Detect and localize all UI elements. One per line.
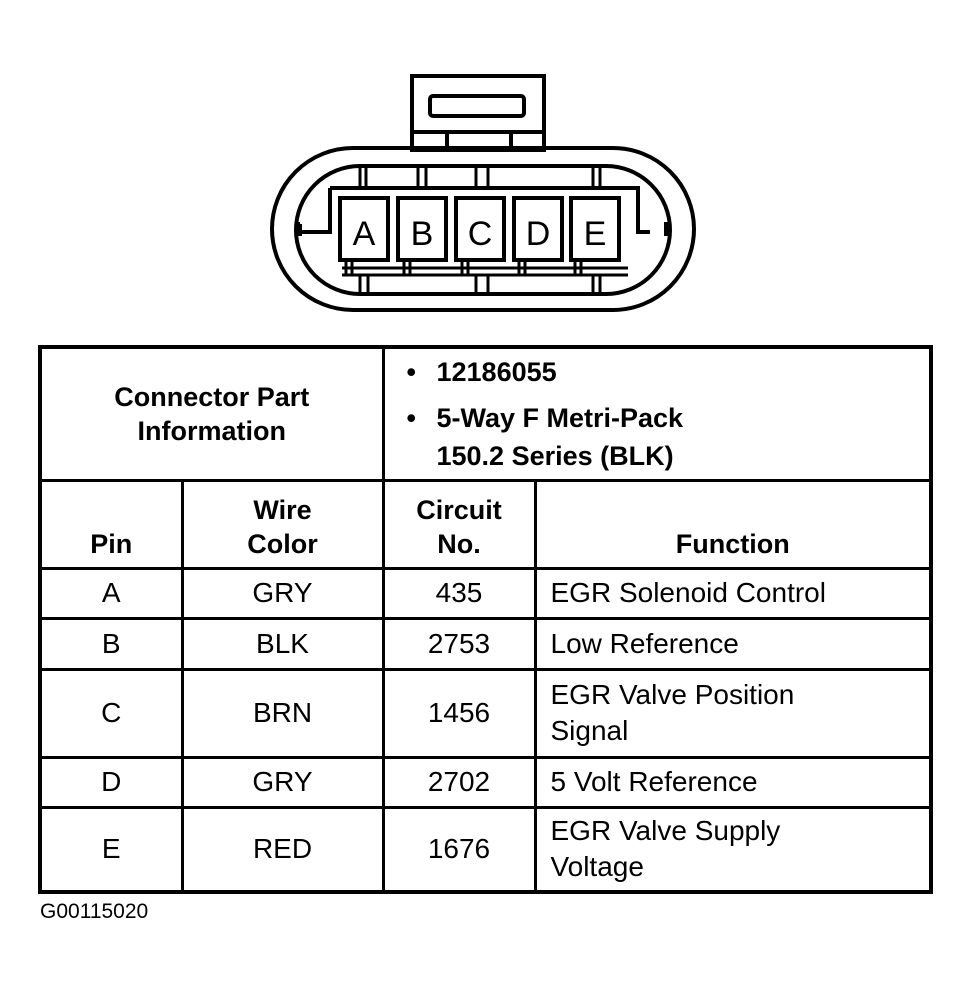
pin-cavity-b: B [396,196,448,262]
header-pin-text: Pin [90,528,133,559]
svg-text:C: C [468,215,493,253]
header-circuit-line2: No. [437,528,481,559]
bullet-icon: • [406,402,416,433]
part-number-text: 12186055 [436,356,557,387]
cell-function-line2: Voltage [550,851,644,883]
cell-circuit: 1676 [381,805,537,894]
cell-wire-color: BLK [180,616,385,671]
header-wire-color-line1: Wire [253,494,312,525]
connector-face-diagram: A B C D E [270,74,696,312]
connector-description: • 5-Way F Metri-Pack [407,399,930,437]
cell-function-line2: Signal [550,715,629,746]
cell-function: EGR Valve Position Signal [533,667,933,759]
pin-cavity-e: E [569,196,621,262]
cell-wire-color: RED [180,805,385,894]
cell-function-line1: EGR Solenoid Control [550,577,826,608]
cell-function-line1: EGR Valve Position [550,679,795,710]
table-row: D GRY 2702 5 Volt Reference [38,755,933,809]
table-row: A GRY 435 EGR Solenoid Control [38,566,933,620]
cell-function: 5 Volt Reference [533,755,933,809]
header-wire-color: Wire Color [180,478,385,570]
cell-function: EGR Solenoid Control [533,566,933,620]
header-function-text: Function [675,528,790,559]
svg-text:B: B [411,215,434,253]
cell-function: Low Reference [533,616,933,671]
latch-tab [410,74,546,152]
header-circuit-line1: Circuit [416,494,502,525]
part-info-label-line2: Information [137,415,287,446]
cell-function-line1: Low Reference [550,627,739,659]
cell-function: EGR Valve Supply Voltage [533,805,933,894]
connector-outer-shell [270,146,696,312]
part-number: • 12186055 [407,353,930,391]
cell-pin: D [38,755,184,809]
cell-circuit: 1456 [381,667,537,759]
svg-text:E: E [584,215,607,253]
table-row: C BRN 1456 EGR Valve Position Signal [38,667,933,759]
svg-text:D: D [526,215,551,253]
cell-circuit: 2753 [381,616,537,671]
header-wire-color-line2: Color [247,528,318,559]
part-info-row: Connector Part Information • 12186055 • … [38,345,933,482]
column-header-row: Pin Wire Color Circuit No. Function [38,478,933,570]
table-row: B BLK 2753 Low Reference [38,616,933,671]
connector-pinout-table: Connector Part Information • 12186055 • … [38,345,934,894]
part-info-label: Connector Part Information [38,345,385,482]
connector-description-line2: 150.2 Series (BLK) [436,440,674,471]
cell-wire-color: BRN [180,667,385,759]
part-info-label-line1: Connector Part [114,381,310,412]
header-circuit-no: Circuit No. [381,478,537,570]
cell-pin: B [38,616,184,671]
pin-cavity-a: A [338,196,390,262]
cell-circuit: 2702 [381,755,537,809]
pin-cavity-c: C [454,196,506,262]
header-pin: Pin [38,478,184,570]
svg-text:A: A [353,215,376,253]
cell-wire-color: GRY [180,566,385,620]
connector-description-line1: 5-Way F Metri-Pack [436,402,684,433]
header-function: Function [533,478,933,570]
pin-cavity-d: D [512,196,564,262]
cell-function-line1: 5 Volt Reference [550,766,758,797]
part-info-values: • 12186055 • 5-Way F Metri-Pack 150.2 Se… [381,345,933,482]
cell-function-line1: EGR Valve Supply [550,815,781,847]
cell-pin: E [38,805,184,894]
cell-pin: C [38,667,184,759]
table-row: E RED 1676 EGR Valve Supply Voltage [38,805,933,894]
cell-wire-color: GRY [180,755,385,809]
cell-circuit: 435 [381,566,537,620]
bullet-icon: • [406,356,416,387]
cell-pin: A [38,566,184,620]
figure-id-caption: G00115020 [40,900,149,923]
